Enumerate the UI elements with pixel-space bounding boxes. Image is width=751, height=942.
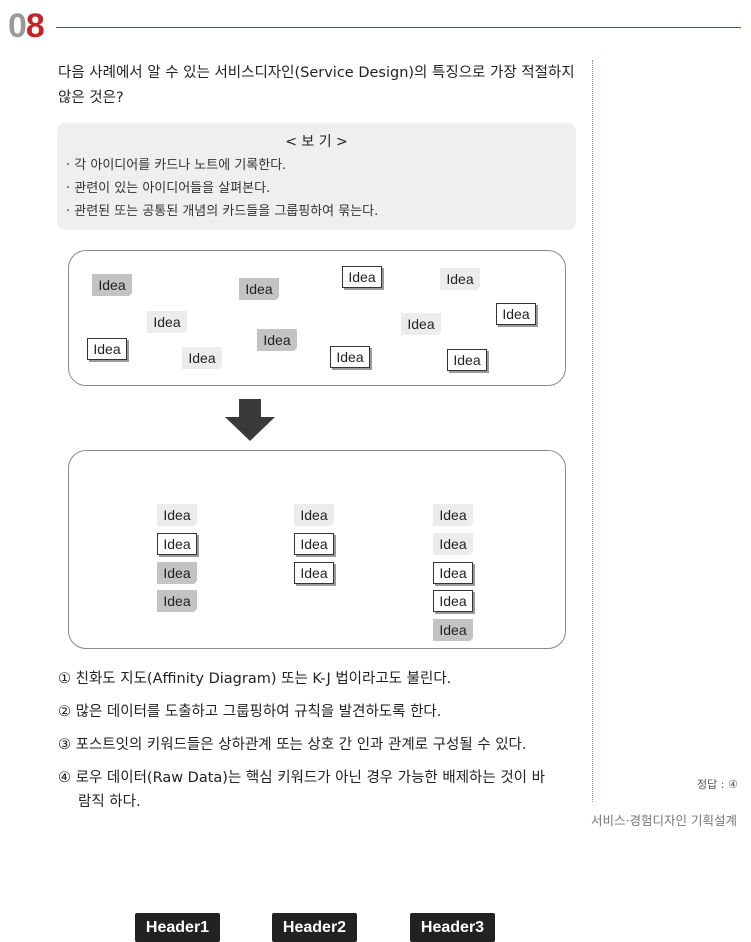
idea-note: Idea [433,590,473,612]
idea-note: Idea [182,347,223,370]
group-header-1: Header1 [135,913,220,942]
bogi-item: · 각 아이디어를 카드나 노트에 기록한다. [66,158,287,173]
bogi-title: < 보 기 > [285,134,348,150]
idea-note: Idea [157,590,198,613]
option-2[interactable]: ② 많은 데이터를 도출하고 그룹핑하여 규칙을 발견하도록 한다. [58,704,442,720]
idea-note: Idea [157,504,198,527]
idea-note: Idea [447,349,487,371]
idea-note: Idea [157,562,198,585]
group-header-2: Header2 [272,913,357,942]
option-4-continued: 람직 하다. [78,794,141,810]
idea-note: Idea [257,329,298,352]
idea-note: Idea [239,278,280,301]
question-text: 다음 사례에서 알 수 있는 서비스디자인(Service Design)의 특… [58,65,575,106]
question-number: 08 [8,6,45,46]
down-arrow-icon [225,399,275,441]
idea-note: Idea [433,562,473,584]
grouped-ideas-box: Header1 Header2 Header3 Idea Idea Idea I… [68,450,566,942]
idea-note: Idea [401,313,442,336]
idea-note: Idea [330,346,370,368]
footer-title: 서비스·경험디자인 기획설계 [591,813,737,828]
option-4[interactable]: ④ 로우 데이터(Raw Data)는 핵심 키워드가 아닌 경우 가능한 배제… [58,770,545,786]
idea-note: Idea [433,619,474,642]
idea-note: Idea [147,311,188,334]
idea-note: Idea [157,533,197,555]
option-1[interactable]: ① 친화도 지도(Affinity Diagram) 또는 K-J 법이라고도 … [58,671,452,687]
margin-divider [592,60,593,802]
option-3[interactable]: ③ 포스트잇의 키워드들은 상하관계 또는 상호 간 인과 관계로 구성될 수 … [58,737,527,753]
idea-note: Idea [294,504,335,527]
idea-note: Idea [433,533,474,556]
idea-note: Idea [92,274,133,297]
scattered-ideas-box: Idea Idea Idea Idea Idea Idea Idea Idea … [68,250,566,386]
header-rule [56,27,741,28]
group-header-3: Header3 [410,913,495,942]
bogi-box: < 보 기 > · 각 아이디어를 카드나 노트에 기록한다. · 관련이 있는… [57,123,576,230]
bogi-item: · 관련이 있는 아이디어들을 살펴본다. [66,181,271,196]
idea-note: Idea [496,303,536,325]
idea-note: Idea [294,533,334,555]
answer-label: 정답 : ④ [697,778,738,791]
question-number-suffix: 8 [25,7,45,45]
idea-note: Idea [440,268,481,291]
idea-note: Idea [433,504,474,527]
idea-note: Idea [294,562,334,584]
idea-note: Idea [87,338,127,360]
idea-note: Idea [342,266,382,288]
question-number-prefix: 0 [8,7,27,45]
bogi-item: · 관련된 또는 공통된 개념의 카드들을 그룹핑하여 묶는다. [66,204,379,219]
